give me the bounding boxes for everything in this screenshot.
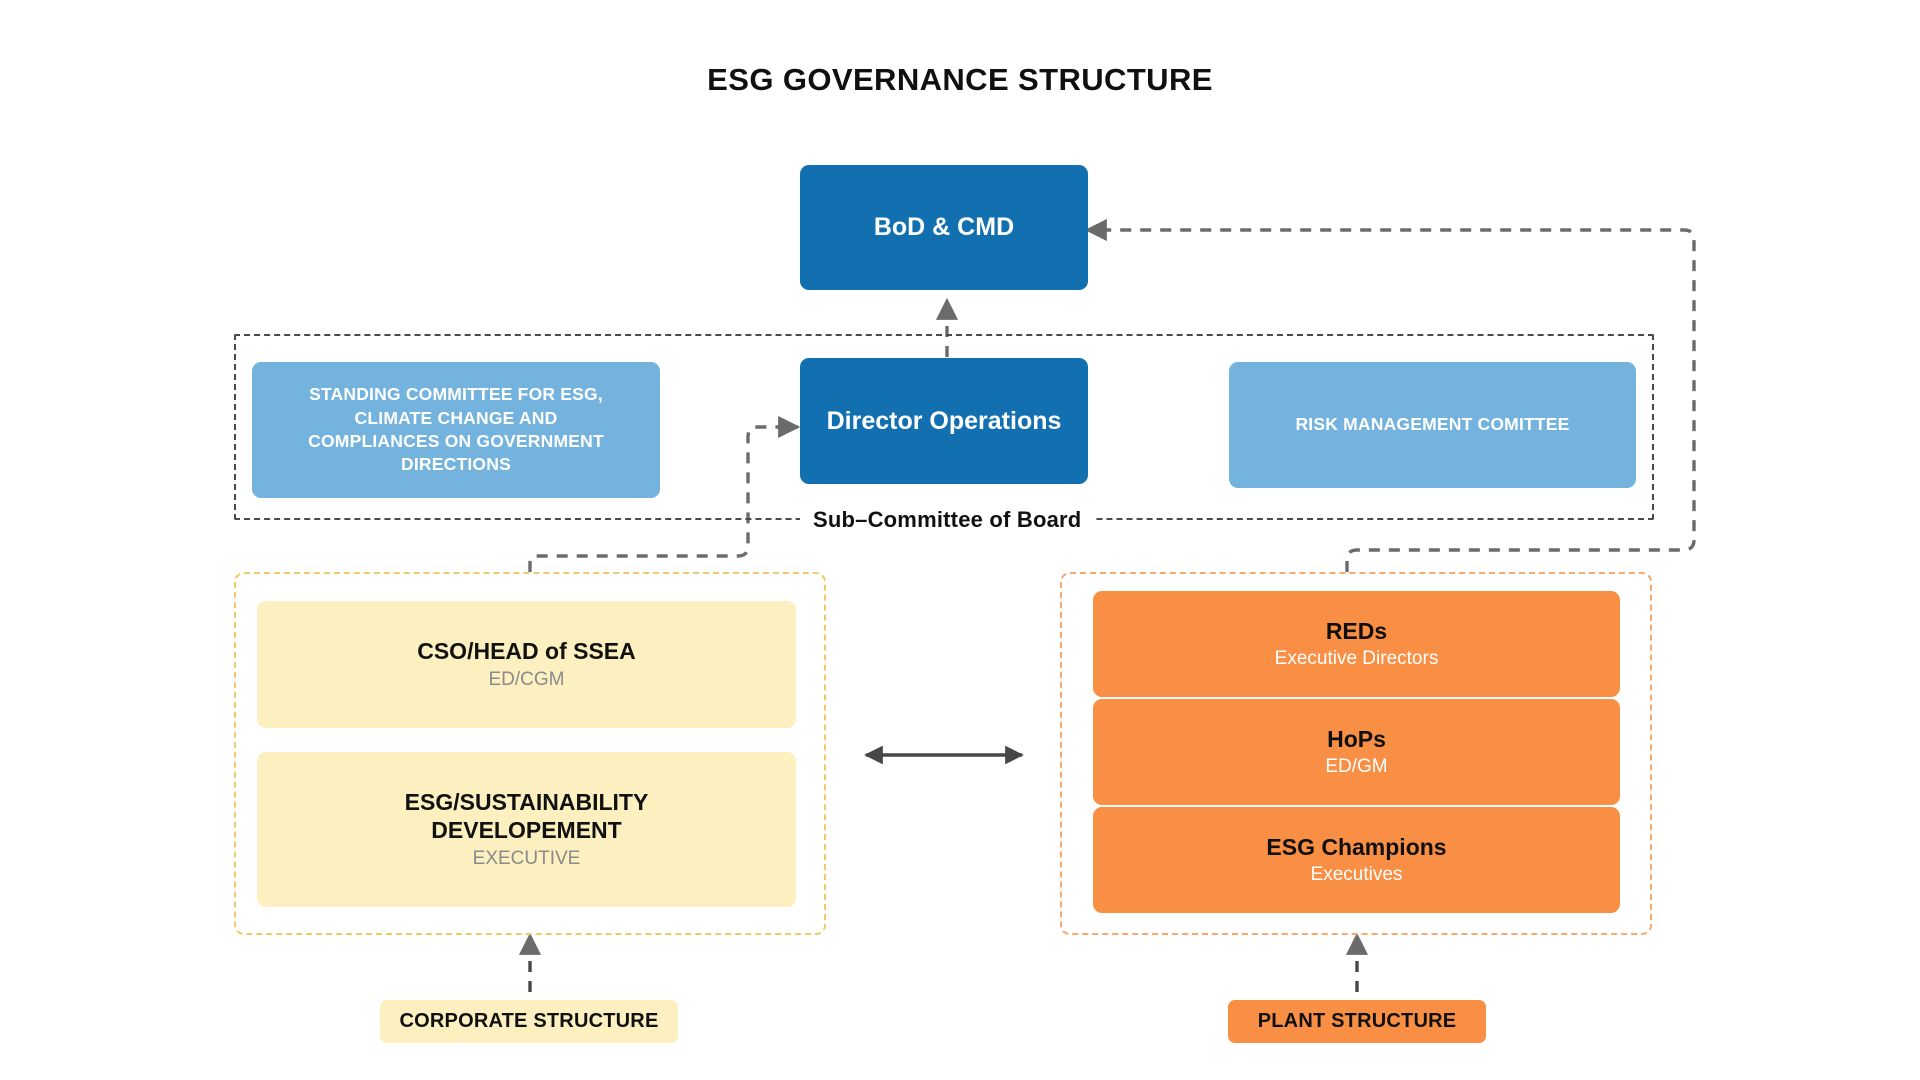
node-risk-management-committee[interactable]: RISK MANAGEMENT COMITTEE [1229,362,1636,488]
node-esg-sustainability-development[interactable]: ESG/SUSTAINABILITY DEVELOPEMENT EXECUTIV… [257,752,796,907]
node-standing-committee-line-3: COMPLIANCES ON GOVERNMENT [308,431,604,451]
node-risk-management-committee-title: RISK MANAGEMENT COMITTEE [1295,414,1570,435]
node-esg-sustainability-development-title-line-1: ESG/SUSTAINABILITY [404,789,649,816]
legend-corporate-structure-label: CORPORATE STRUCTURE [399,1010,659,1032]
node-hops-title: HoPs [1327,726,1386,753]
node-esg-sustainability-development-subtitle: EXECUTIVE [472,848,581,870]
node-esg-sustainability-development-title-line-2: DEVELOPEMENT [431,817,622,844]
page-title: ESG GOVERNANCE STRUCTURE [707,62,1213,97]
node-cso-head-of-ssea-title: CSO/HEAD of SSEA [417,638,636,665]
corporate-group-frame [234,572,826,935]
node-reds[interactable]: REDs Executive Directors [1093,591,1620,697]
node-standing-committee-line-2: CLIMATE CHANGE AND [354,407,558,428]
sub-committee-of-board-label: Sub–Committee of Board [800,507,1095,533]
legend-plant-structure-label: PLANT STRUCTURE [1257,1010,1457,1032]
node-cso-head-of-ssea-subtitle: ED/CGM [488,669,565,691]
node-hops-subtitle: ED/GM [1325,756,1388,778]
node-standing-committee[interactable]: STANDING COMMITTEE FOR ESG, CLIMATE CHAN… [252,362,660,498]
legend-corporate-structure[interactable]: CORPORATE STRUCTURE [380,1000,678,1043]
legend-plant-structure[interactable]: PLANT STRUCTURE [1228,1000,1486,1043]
node-director-operations[interactable]: Director Operations [800,358,1088,484]
plant-group-frame [1060,572,1652,935]
node-esg-champions-title: ESG Champions [1266,834,1447,861]
node-standing-committee-line-1: STANDING COMMITTEE FOR ESG, [309,384,603,405]
node-cso-head-of-ssea[interactable]: CSO/HEAD of SSEA ED/CGM [257,601,796,728]
node-director-operations-title: Director Operations [826,406,1062,435]
node-reds-subtitle: Executive Directors [1274,648,1439,670]
node-bod-cmd-title: BoD & CMD [873,213,1015,242]
node-standing-committee-line-4: DIRECTIONS [401,454,511,475]
node-reds-title: REDs [1325,618,1388,645]
node-esg-champions[interactable]: ESG Champions Executives [1093,807,1620,913]
node-hops[interactable]: HoPs ED/GM [1093,699,1620,805]
node-bod-cmd[interactable]: BoD & CMD [800,165,1088,290]
node-esg-champions-subtitle: Executives [1310,864,1403,886]
